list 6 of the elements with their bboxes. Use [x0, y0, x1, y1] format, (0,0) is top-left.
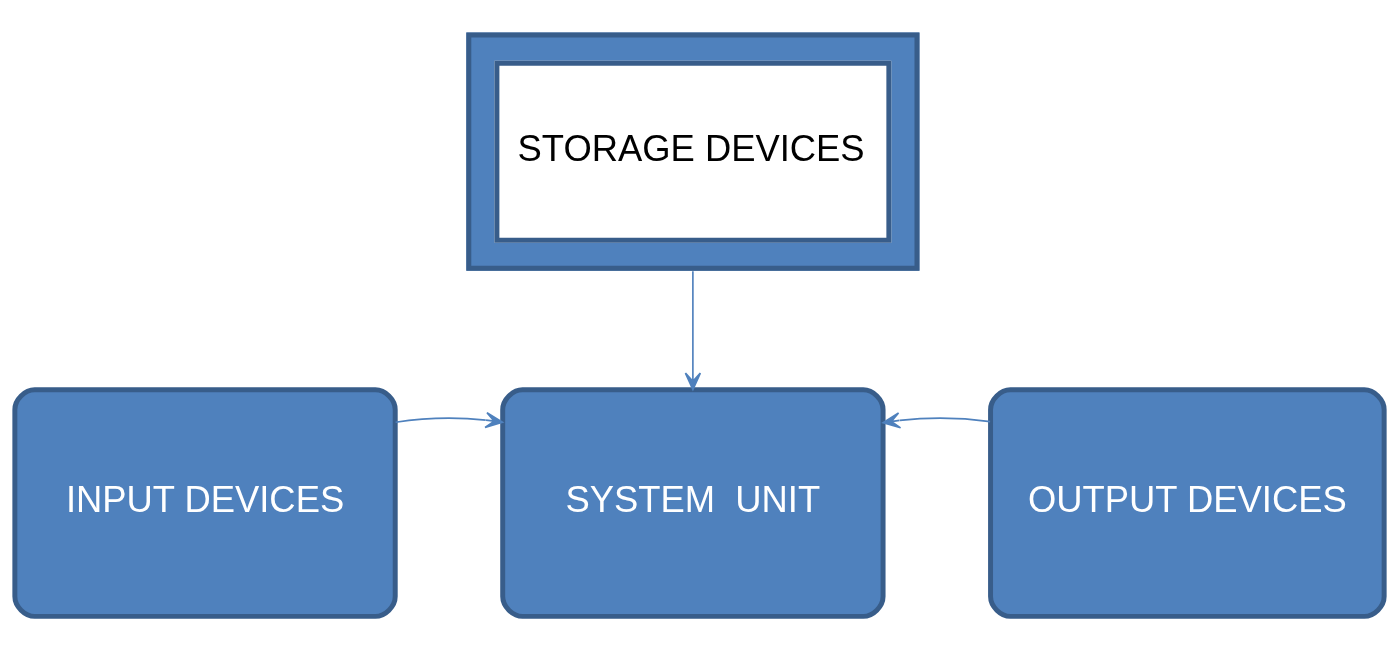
arrow	[394, 411, 504, 429]
arrow	[684, 270, 702, 391]
node-box: SYSTEM UNIT	[500, 387, 886, 619]
arrow	[882, 412, 991, 429]
node-box: OUTPUT DEVICES	[988, 387, 1387, 619]
node-box: INPUT DEVICES	[12, 387, 398, 619]
